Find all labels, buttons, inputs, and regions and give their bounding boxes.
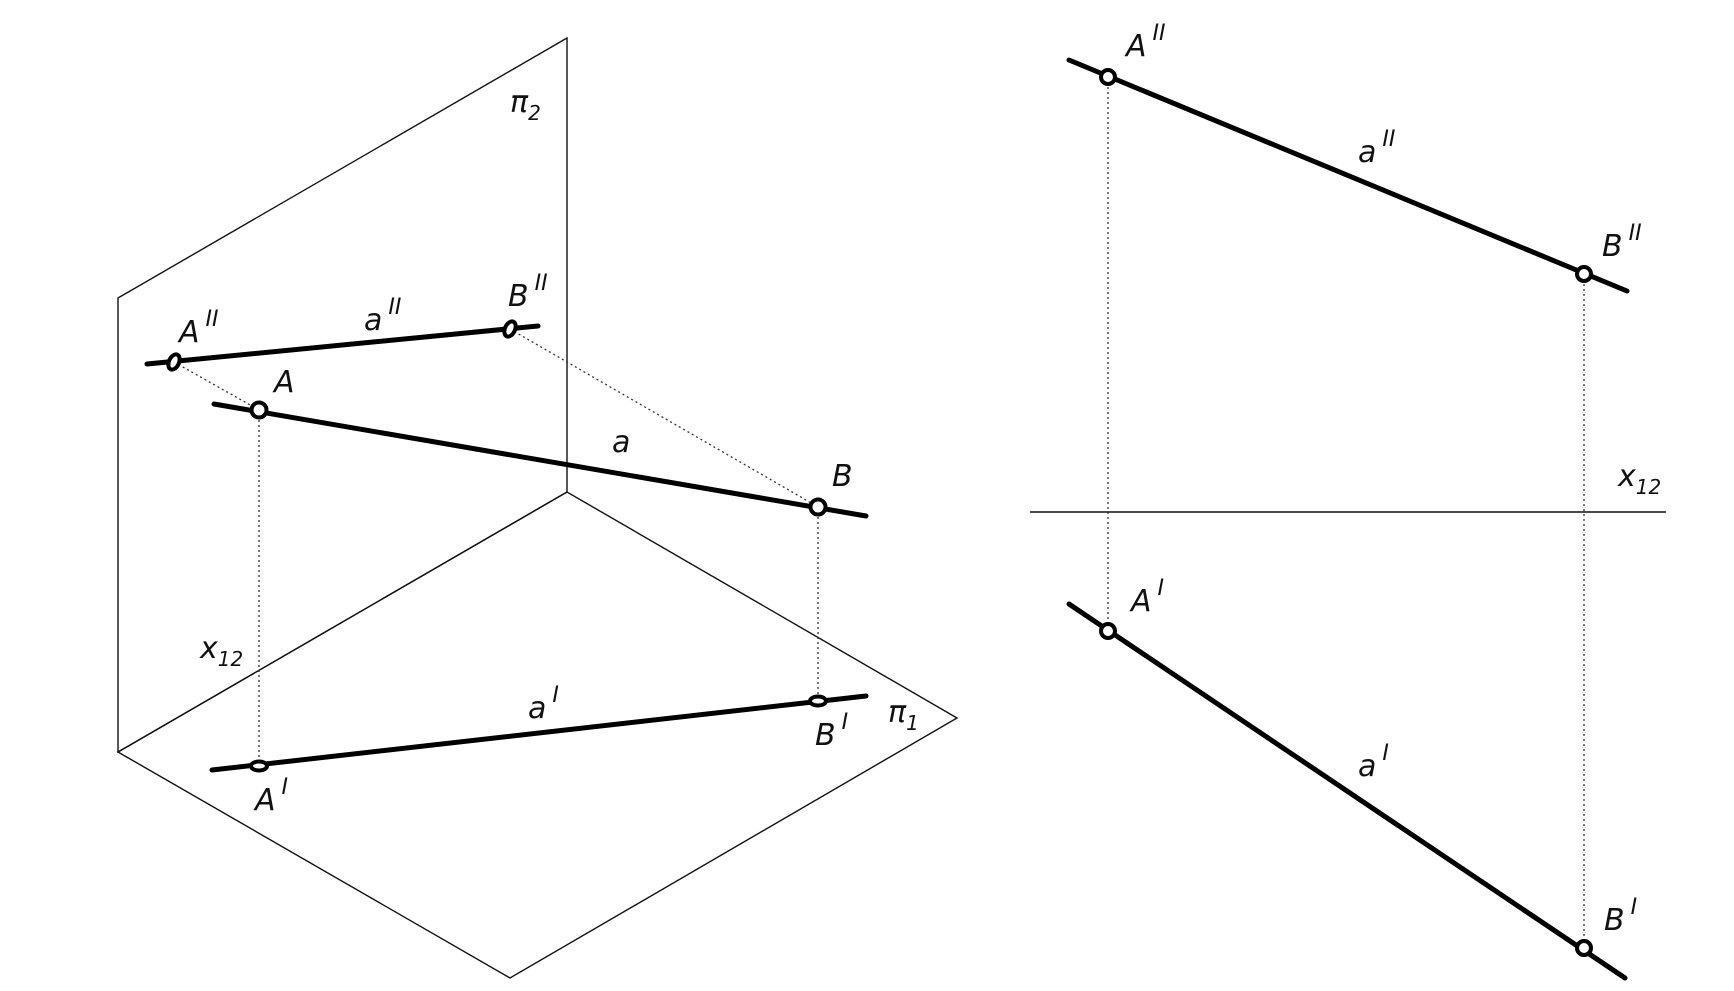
point-A: [249, 400, 269, 420]
point-B-top: [808, 694, 828, 708]
connector-B-front: [509, 328, 819, 508]
line-a-space: [211, 401, 869, 519]
line-a-top-projection: [209, 693, 869, 773]
point-A-top: [249, 759, 269, 773]
line-a-top-projection: [1066, 601, 1628, 981]
point-B-top: [1575, 939, 1593, 957]
line-a-front-projection: [1066, 57, 1630, 294]
label-A: A: [272, 365, 295, 400]
point-A-front: [1099, 68, 1117, 86]
line-a-front-projection: [144, 323, 541, 367]
point-A-front: [166, 352, 182, 372]
point-B-front: [1575, 265, 1593, 283]
label-a: a: [612, 425, 630, 460]
label-axis-x12: x12: [199, 631, 243, 671]
horizontal-plane-pi1: [116, 491, 959, 979]
point-B: [808, 497, 828, 517]
label-pi2: π2: [510, 85, 541, 125]
label-axis-x12: x12: [1617, 459, 1661, 499]
frontal-plane-pi2: [117, 36, 568, 754]
point-A-top: [1099, 622, 1117, 640]
label-pi1: π1: [888, 695, 919, 735]
label-B: B: [832, 459, 853, 494]
connector-A-front: [173, 361, 260, 411]
point-B-front: [502, 319, 518, 339]
